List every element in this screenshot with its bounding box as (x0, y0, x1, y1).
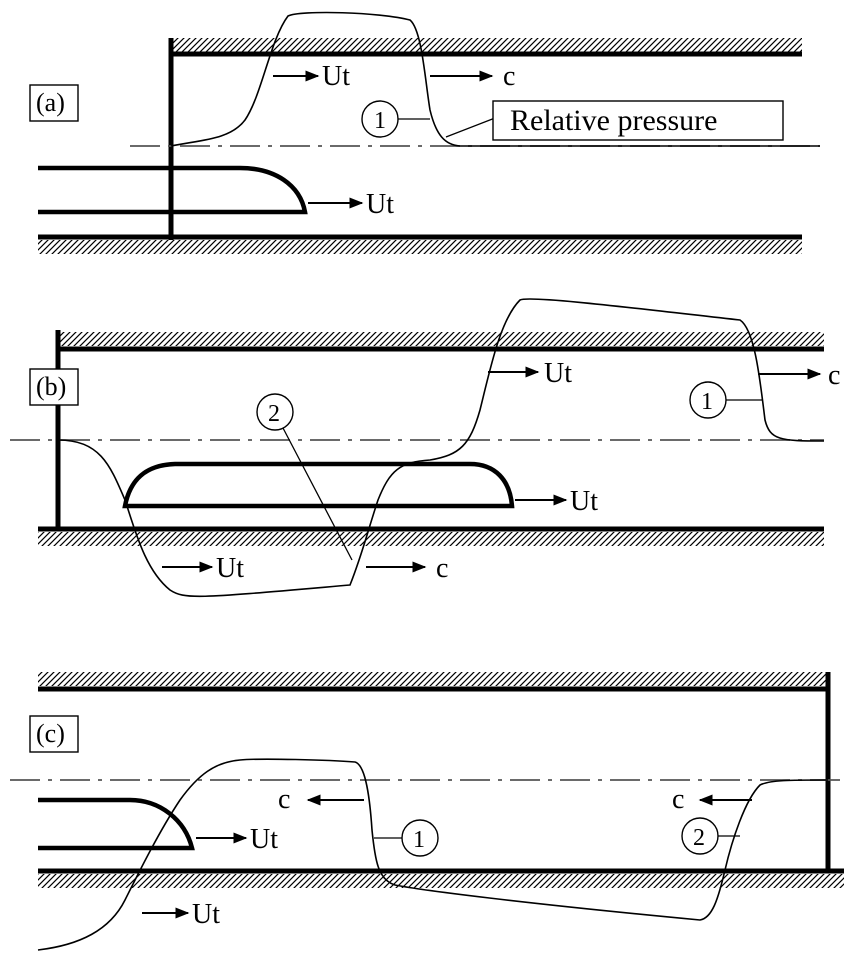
curve-2-leader (282, 427, 353, 561)
callout-leader (445, 117, 496, 138)
panel-b-label: (b) (36, 372, 66, 401)
tunnel-top-hatch (58, 332, 824, 346)
curve-2-marker-label: 2 (693, 825, 705, 851)
tunnel-bottom-hatch (38, 240, 802, 254)
label-ut-top: Ut (322, 61, 350, 92)
label-ut-bottom: Ut (216, 553, 244, 584)
panel-c-label-box (29, 715, 79, 753)
pressure-curve (37, 758, 829, 951)
panel-a: Ut c Ut (a) 1 Relative pressure (29, 11, 820, 254)
label-ut-train: Ut (570, 486, 598, 517)
curve-1-marker-label: 1 (413, 827, 425, 853)
curve-1-marker-label: 1 (701, 389, 713, 415)
panel-c: 1 2 c Ut Ut c (c) (10, 672, 844, 951)
label-c-bottom: c (436, 553, 448, 584)
curve-2-marker (256, 393, 294, 431)
label-ut-top: Ut (544, 358, 572, 389)
label-ut-bottom: Ut (192, 899, 220, 930)
tunnel-bottom-hatch (38, 532, 824, 546)
callout-text: Relative pressure (510, 104, 717, 137)
panel-c-label: (c) (36, 719, 65, 748)
label-ut-train: Ut (366, 189, 394, 220)
panel-b: 2 1 Ut c Ut Ut c (b) (10, 298, 840, 598)
train-body (122, 461, 515, 509)
train-nose (38, 165, 308, 215)
label-ut-train: Ut (250, 824, 278, 855)
curve-1-marker-label: 1 (374, 108, 386, 134)
tunnel-top-hatch (170, 38, 802, 52)
curve-2-marker-label: 2 (268, 401, 280, 427)
label-c-right: c (672, 784, 684, 815)
label-c-right: c (828, 360, 840, 391)
tunnel-top-hatch (38, 672, 828, 686)
pressure-curve-1 (170, 11, 820, 147)
train-nose (38, 797, 195, 851)
panel-a-label-box (29, 84, 79, 122)
pressure-curve (57, 298, 825, 598)
label-c-top: c (503, 61, 515, 92)
label-c-left: c (278, 784, 290, 815)
tunnel-bottom-hatch (38, 874, 844, 888)
panel-b-label-box (29, 368, 79, 406)
panel-a-label: (a) (36, 88, 65, 117)
callout-box (492, 100, 784, 141)
